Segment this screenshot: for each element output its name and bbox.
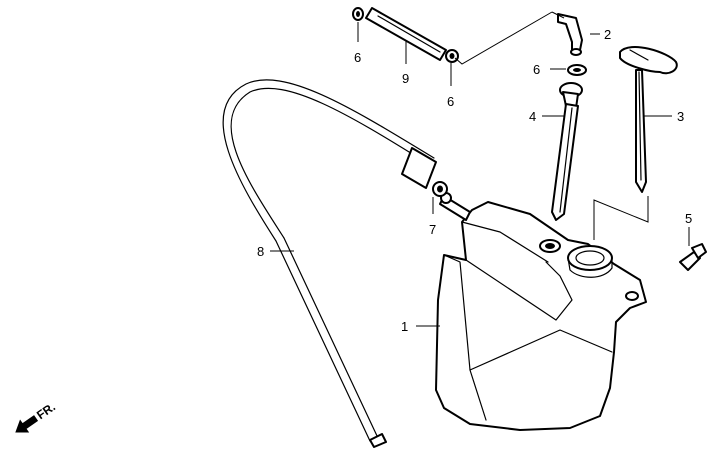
forward-arrow-icon: FR. xyxy=(15,400,58,433)
leader-lines xyxy=(270,11,690,327)
reserve-tank-cap xyxy=(619,46,678,193)
callout-7: 7 xyxy=(429,222,436,237)
callout-1: 1 xyxy=(401,319,408,334)
callout-6-upper-left: 6 xyxy=(354,50,361,65)
hose-clip-overflow xyxy=(432,181,448,197)
small-hose xyxy=(365,7,447,61)
reserve-tank xyxy=(435,192,647,431)
mounting-bolt xyxy=(679,243,707,271)
forward-label: FR. xyxy=(34,400,58,423)
callout-9: 9 xyxy=(402,71,409,86)
callout-4: 4 xyxy=(529,109,536,124)
callout-6-tube: 6 xyxy=(533,62,540,77)
hose-clip-upper-left xyxy=(352,7,364,21)
overflow-hose xyxy=(222,79,437,448)
callout-2: 2 xyxy=(604,27,611,42)
hose-clip-tube xyxy=(567,64,587,76)
callout-8: 8 xyxy=(257,244,264,259)
joint-pipe xyxy=(557,13,583,56)
callout-3: 3 xyxy=(677,109,684,124)
callout-5: 5 xyxy=(685,211,692,226)
forward-direction-indicator: FR. xyxy=(15,400,58,433)
callout-6-upper-right: 6 xyxy=(447,94,454,109)
hose-clip-upper-right xyxy=(445,49,459,63)
level-tube xyxy=(551,82,583,221)
